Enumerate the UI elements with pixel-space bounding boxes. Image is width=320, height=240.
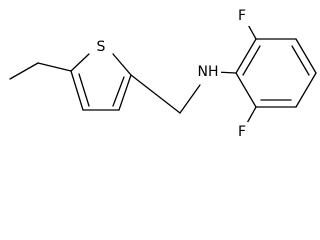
bond-c4-c5 xyxy=(70,70,84,111)
bond-ar-3 xyxy=(295,38,317,74)
fluorine-top-label: F xyxy=(238,8,246,24)
bond-ar-1 xyxy=(235,38,257,74)
fluorine-top-atom: F xyxy=(234,6,250,26)
bond-c2-ch2 xyxy=(130,74,181,114)
molecule-structure: S NH F F xyxy=(9,6,317,142)
bond-c5-s xyxy=(70,53,90,72)
bond-ch2-n xyxy=(179,84,201,114)
bond-s-c2 xyxy=(112,53,132,76)
sulfur-atom: S xyxy=(92,37,110,57)
bond-c2-c3 xyxy=(118,74,132,111)
thiophene-ring xyxy=(70,53,132,111)
bond-methyl xyxy=(9,62,39,80)
bond-ar-6 xyxy=(235,72,257,108)
bond-ethyl-ch2 xyxy=(37,62,72,72)
bond-ar-3-inner xyxy=(291,45,310,76)
bond-c4-c5-inner xyxy=(78,73,90,107)
fluorine-bottom-atom: F xyxy=(234,122,250,142)
fluorine-bottom-label: F xyxy=(238,124,246,140)
ethyl-group xyxy=(9,62,72,80)
bond-ar-4 xyxy=(295,72,317,108)
difluorophenyl-ring xyxy=(235,20,317,126)
bond-c2-c3-inner xyxy=(112,76,125,107)
amine-label: NH xyxy=(198,64,219,80)
amine-atom: NH xyxy=(195,61,221,83)
methylene-linker xyxy=(130,74,201,114)
bond-ar-1-inner xyxy=(242,45,261,76)
sulfur-label: S xyxy=(97,39,106,55)
